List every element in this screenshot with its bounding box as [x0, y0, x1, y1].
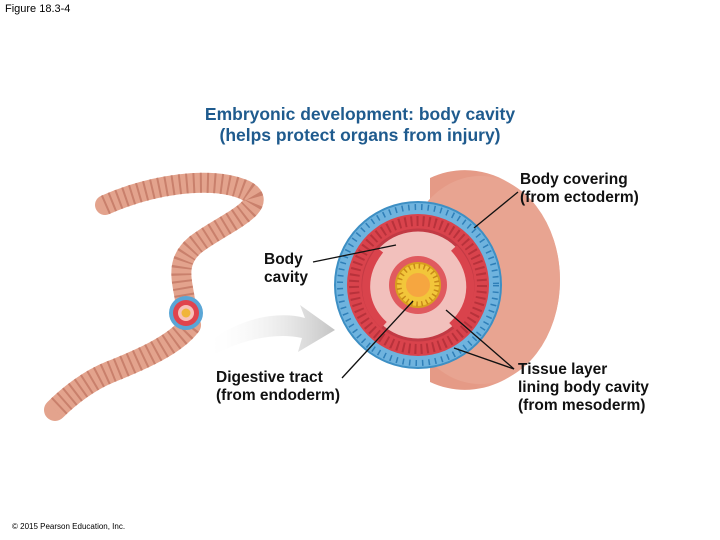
title-line-2: (helps protect organs from injury) [219, 125, 501, 145]
cavity-fold-right [449, 245, 475, 329]
label-digestive-tract: Digestive tract (from endoderm) [216, 369, 340, 405]
label-body-cavity-line-2: cavity [264, 269, 308, 286]
worm-upper-segment [95, 172, 264, 310]
worm [44, 172, 264, 421]
worm-lower-rings [47, 317, 199, 418]
label-body-covering-line-2: (from ectoderm) [520, 189, 639, 206]
diagram-title: Embryonic development: body cavity (help… [140, 104, 580, 146]
muscle-texture [349, 216, 487, 354]
figure-label: Figure 18.3-4 [5, 3, 71, 15]
leader-tissue-layer-a [445, 309, 515, 370]
label-tissue-layer-line-2: lining body cavity [518, 379, 649, 396]
leader-tissue-layer-b [453, 347, 515, 370]
ectoderm-cells [337, 204, 499, 366]
label-body-covering: Body covering (from ectoderm) [520, 171, 639, 207]
label-tissue-layer-line-3: (from mesoderm) [518, 397, 646, 414]
endoderm-cells [396, 263, 440, 307]
label-tissue-layer-line-1: Tissue layer [518, 361, 608, 378]
label-tissue-layer: Tissue layer lining body cavity (from me… [518, 361, 649, 415]
copyright-notice: © 2015 Pearson Education, Inc. [12, 522, 126, 531]
title-line-1: Embryonic development: body cavity [204, 104, 516, 124]
label-body-cavity: Body cavity [264, 251, 308, 287]
worm-cross-section-gut [181, 308, 191, 318]
label-body-cavity-line-1: Body [264, 251, 303, 268]
label-digestive-tract-line-2: (from endoderm) [216, 387, 340, 404]
leader-digestive-tract [341, 300, 414, 379]
leader-body-cavity [312, 244, 397, 263]
cross-section-face [334, 201, 502, 369]
label-digestive-tract-line-1: Digestive tract [216, 369, 323, 386]
label-body-covering-line-1: Body covering [520, 171, 628, 188]
leader-body-covering [473, 191, 519, 229]
cavity-fold-left [362, 247, 387, 328]
worm-lower-segment [44, 314, 201, 421]
worm-upper-rings [100, 172, 264, 302]
gut-lumen [406, 273, 430, 297]
magnify-arrow [205, 305, 335, 356]
